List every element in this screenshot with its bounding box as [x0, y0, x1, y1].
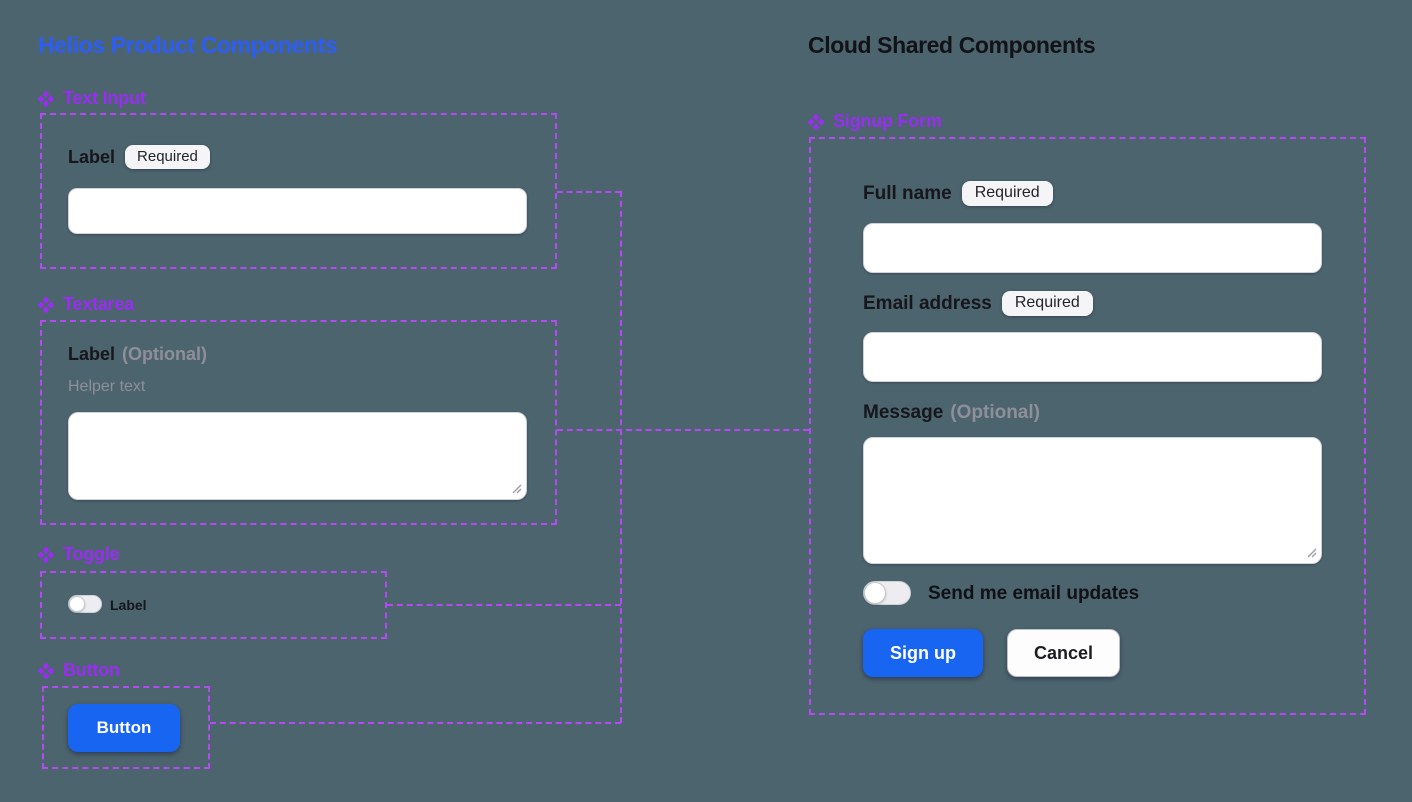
- cancel-button[interactable]: Cancel: [1007, 629, 1120, 677]
- component-diamond-icon: [37, 546, 55, 563]
- section-title: Toggle: [63, 544, 120, 564]
- full-name-label-row: Full name Required: [863, 181, 1053, 206]
- section-label-text-input: Text Input: [37, 88, 146, 109]
- section-label-textarea: Textarea: [37, 294, 135, 315]
- toggle-switch[interactable]: [68, 595, 102, 613]
- email-updates-label: Send me email updates: [928, 583, 1140, 604]
- component-diamond-icon: [37, 90, 55, 107]
- email-label-row: Email address Required: [863, 291, 1093, 316]
- button-component[interactable]: Button: [68, 704, 180, 752]
- section-title: Text Input: [63, 88, 146, 108]
- text-input-field[interactable]: [68, 188, 527, 234]
- full-name-input[interactable]: [863, 223, 1322, 273]
- textarea-label-row: Label (Optional): [68, 344, 207, 365]
- section-label-button: Button: [37, 660, 120, 681]
- toggle-knob: [69, 596, 85, 612]
- message-textarea[interactable]: [863, 437, 1322, 564]
- text-input-component-frame: Label Required: [40, 113, 557, 269]
- component-diamond-icon: [37, 662, 55, 679]
- section-title: Textarea: [63, 294, 135, 314]
- connector-trunk: [620, 191, 622, 723]
- toggle-component-frame: Label: [40, 571, 387, 639]
- toggle-knob: [864, 582, 886, 604]
- required-badge: Required: [961, 181, 1053, 206]
- toggle-label: Label: [110, 597, 147, 613]
- resize-handle-icon[interactable]: [1305, 546, 1317, 558]
- connector-textarea-to-signup: [557, 429, 809, 431]
- email-updates-toggle[interactable]: [863, 581, 911, 605]
- required-badge: Required: [1001, 291, 1093, 316]
- email-input[interactable]: [863, 332, 1322, 382]
- textarea-field[interactable]: [68, 412, 527, 500]
- section-title: Signup Form: [833, 111, 942, 131]
- helios-title: Helios Product Components: [38, 32, 338, 58]
- resize-handle-icon[interactable]: [510, 482, 522, 494]
- text-input-label-row: Label Required: [68, 145, 210, 169]
- cloud-title: Cloud Shared Components: [808, 32, 1096, 58]
- field-label: Email address: [863, 292, 992, 314]
- required-badge: Required: [125, 145, 210, 169]
- connector-toggle: [387, 604, 621, 606]
- section-title: Button: [63, 660, 120, 680]
- connector-button: [210, 722, 621, 724]
- field-label: Full name: [863, 182, 952, 204]
- optional-hint: (Optional): [950, 402, 1040, 423]
- button-component-frame: Button: [42, 686, 210, 769]
- section-label-signup-form: Signup Form: [807, 111, 942, 132]
- field-label: Label: [68, 344, 116, 364]
- message-label-row: Message (Optional): [863, 402, 1040, 424]
- optional-hint: (Optional): [122, 344, 207, 364]
- connector-text-input: [557, 191, 621, 193]
- helper-text: Helper text: [68, 378, 146, 395]
- textarea-component-frame: Label (Optional) Helper text: [40, 320, 557, 525]
- component-diamond-icon: [807, 113, 825, 130]
- field-label: Message: [863, 402, 944, 423]
- field-label: Label: [68, 146, 116, 167]
- component-diamond-icon: [37, 296, 55, 313]
- signup-form-frame: Full name Required Email address Require…: [809, 137, 1366, 715]
- section-label-toggle: Toggle: [37, 544, 120, 565]
- sign-up-button[interactable]: Sign up: [863, 629, 983, 677]
